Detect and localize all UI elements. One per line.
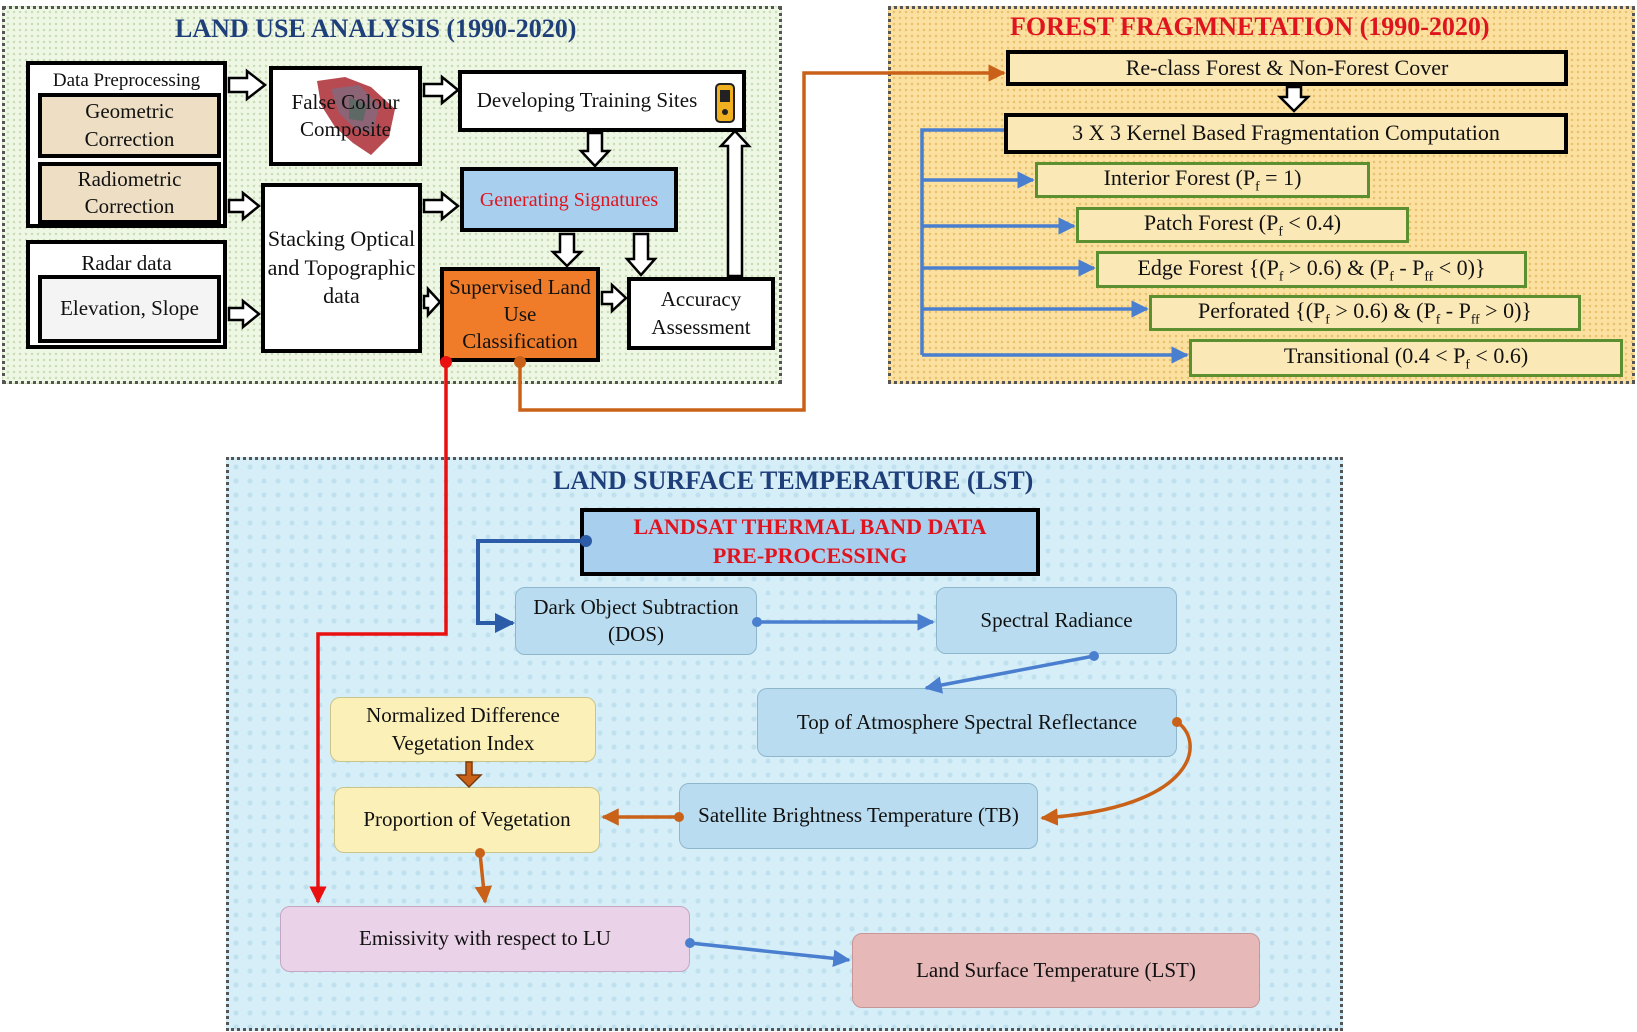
interior-forest-value: = 1) — [1259, 165, 1302, 191]
false-colour-composite-box: False Colour Composite — [269, 66, 422, 166]
brightness-temperature-box: Satellite Brightness Temperature (TB) — [679, 783, 1038, 849]
kernel-label: 3 X 3 Kernel Based Fragmentation Computa… — [1072, 120, 1500, 146]
perforated-sub-f-2: f — [1435, 311, 1441, 327]
patch-forest-label: Patch Forest (P — [1143, 210, 1279, 236]
edge-sub-f-2: f — [1389, 268, 1394, 284]
stacking-label: Stacking Optical and Topographic data — [267, 226, 416, 309]
spectral-radiance-box: Spectral Radiance — [936, 587, 1177, 654]
edge-forest-mid: > 0.6) & (P — [1283, 254, 1390, 280]
perforated-forest-label: Perforated {(P — [1198, 298, 1326, 324]
transitional-forest-box: Transitional (0.4 < Pf < 0.6) — [1189, 339, 1623, 377]
perforated-forest-box: Perforated {(Pf > 0.6) & (Pf - Pff > 0)} — [1149, 295, 1581, 331]
ndvi-box: Normalized Difference Vegetation Index — [330, 697, 596, 762]
transitional-forest-label: Transitional (0.4 < P — [1283, 343, 1466, 369]
elevation-slope-label: Elevation, Slope — [60, 296, 199, 321]
patch-forest-value: < 0.4) — [1282, 210, 1342, 236]
landsat-label: LANDSAT THERMAL BAND DATA PRE-PROCESSING — [633, 514, 987, 568]
interior-forest-box: Interior Forest (Pf = 1) — [1035, 162, 1370, 198]
reclass-box: Re-class Forest & Non-Forest Cover — [1006, 50, 1568, 86]
accuracy-label: Accuracy Assessment — [651, 287, 751, 339]
geometric-correction-label: Geometric Correction — [84, 99, 175, 151]
ndvi-label: Normalized Difference Vegetation Index — [366, 703, 560, 755]
edge-forest-end: < 0)} — [1433, 254, 1486, 280]
forest-fragmentation-title: FOREST FRAGMNETATION (1990-2020) — [1010, 12, 1490, 41]
edge-forest-label: Edge Forest {(P — [1137, 254, 1279, 280]
interior-sub-f: f — [1255, 178, 1260, 194]
interior-forest-label: Interior Forest (P — [1103, 165, 1256, 191]
perforated-sub-f-1: f — [1325, 311, 1330, 327]
lst-title: LAND SURFACE TEMPERATURE (LST) — [553, 466, 1034, 495]
emissivity-box: Emissivity with respect to LU — [280, 906, 690, 972]
generating-signatures-box: Generating Signatures — [460, 167, 678, 232]
supervised-label: Supervised Land Use Classification — [449, 274, 591, 354]
patch-forest-box: Patch Forest (Pf < 0.4) — [1076, 207, 1409, 243]
radiometric-correction-label: Radiometric Correction — [77, 166, 182, 218]
toa-reflectance-box: Top of Atmosphere Spectral Reflectance — [757, 688, 1177, 757]
proportion-vegetation-box: Proportion of Vegetation — [334, 787, 600, 853]
satellite-map-icon — [317, 77, 395, 155]
edge-forest-box: Edge Forest {(Pf > 0.6) & (Pf - Pff < 0)… — [1096, 251, 1527, 288]
lst-result-label: Land Surface Temperature (LST) — [916, 957, 1196, 982]
perforated-forest-mid: > 0.6) & (P — [1329, 298, 1436, 324]
emissivity-label: Emissivity with respect to LU — [359, 926, 611, 951]
edge-sub-f-1: f — [1278, 268, 1284, 284]
land-use-title: LAND USE ANALYSIS (1990-2020) — [175, 14, 577, 43]
stacking-box: Stacking Optical and Topographic data — [261, 183, 422, 353]
spectral-radiance-label: Spectral Radiance — [980, 607, 1133, 632]
perforated-forest-minus: - P — [1440, 298, 1471, 324]
transitional-sub-f: f — [1465, 356, 1470, 372]
radiometric-correction-box: Radiometric Correction — [38, 162, 221, 224]
perforated-sub-ff: ff — [1470, 311, 1480, 327]
false-colour-label: False Colour Composite — [291, 89, 400, 141]
patch-sub-f: f — [1278, 223, 1283, 239]
lst-result-box: Land Surface Temperature (LST) — [852, 933, 1260, 1008]
training-sites-label: Developing Training Sites — [476, 88, 698, 113]
reclass-label: Re-class Forest & Non-Forest Cover — [1125, 54, 1449, 80]
landsat-preprocessing-box: LANDSAT THERMAL BAND DATA PRE-PROCESSING — [580, 508, 1040, 576]
supervised-classification-box: Supervised Land Use Classification — [440, 267, 600, 362]
training-sites-box: Developing Training Sites — [458, 70, 746, 132]
pv-label: Proportion of Vegetation — [363, 807, 571, 832]
dos-box: Dark Object Subtraction (DOS) — [515, 587, 757, 655]
transitional-forest-value: < 0.6) — [1469, 343, 1529, 369]
gps-device-icon — [715, 83, 735, 123]
generating-signatures-label: Generating Signatures — [479, 188, 659, 211]
edge-sub-ff: ff — [1424, 268, 1434, 284]
kernel-box: 3 X 3 Kernel Based Fragmentation Computa… — [1004, 113, 1568, 154]
tb-label: Satellite Brightness Temperature (TB) — [698, 803, 1019, 828]
accuracy-assessment-box: Accuracy Assessment — [627, 277, 775, 350]
data-preprocessing-label: Data Preprocessing — [52, 70, 201, 91]
geometric-correction-box: Geometric Correction — [38, 93, 221, 158]
radar-data-label: Radar data — [81, 251, 172, 275]
dos-label: Dark Object Subtraction (DOS) — [533, 594, 739, 646]
perforated-forest-end: > 0)} — [1479, 298, 1532, 324]
toa-label: Top of Atmosphere Spectral Reflectance — [796, 709, 1138, 734]
edge-forest-minus: - P — [1393, 254, 1425, 280]
elevation-slope-box: Elevation, Slope — [38, 275, 221, 343]
